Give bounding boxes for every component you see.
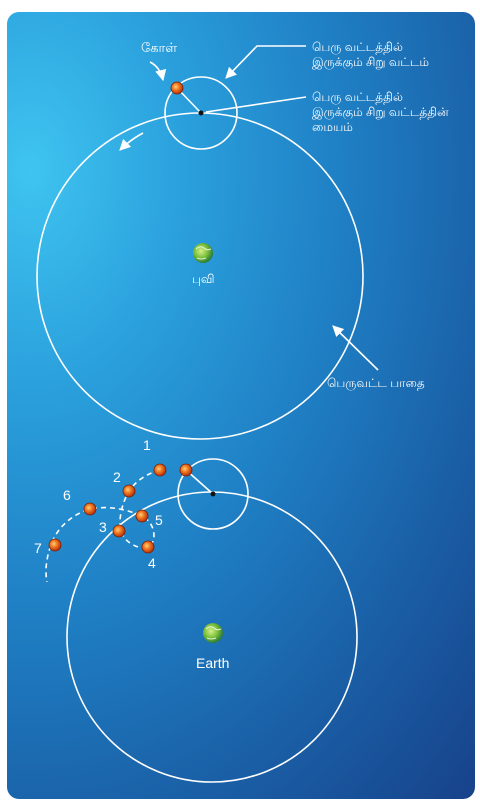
earth-icon xyxy=(193,243,213,263)
deferent-direction-arrow xyxy=(119,132,144,151)
epicycle-label: பெரு வட்டத்தில் இருக்கும் சிறு வட்டம் xyxy=(312,40,430,69)
deferent-leader xyxy=(332,325,379,371)
planet xyxy=(170,81,184,95)
planet-positions xyxy=(48,463,193,554)
planet-position-1 xyxy=(153,463,167,477)
epicycle-circle xyxy=(164,76,238,150)
position-number-3: 3 xyxy=(99,519,107,535)
position-number-4: 4 xyxy=(148,555,156,571)
earth-label-bottom: Earth xyxy=(196,655,230,671)
deferent-label: பெருவட்ட பாதை xyxy=(327,376,425,390)
planet-position-4 xyxy=(141,540,155,554)
epicycle-center-label: பெரு வட்டத்தில் இருக்கும் சிறு வட்டத்தின… xyxy=(312,90,449,134)
earth-label-top: புவி xyxy=(192,272,215,286)
epicycle-center-leader xyxy=(205,96,307,113)
planet-position-5 xyxy=(135,509,149,523)
position-number-7: 7 xyxy=(34,540,42,556)
position-number-5: 5 xyxy=(155,512,163,528)
planet-position-0 xyxy=(179,463,193,477)
epicycle-circle-2 xyxy=(177,458,249,530)
planet-position-7 xyxy=(48,538,62,552)
epicycle-center-dot-2 xyxy=(210,491,216,497)
position-number-1: 1 xyxy=(143,437,151,453)
planet-label: கோள் xyxy=(141,40,178,55)
planet-position-3 xyxy=(112,524,126,538)
diagram-background xyxy=(7,12,475,799)
epicycle-center-dot xyxy=(198,110,204,116)
epicycle-leader xyxy=(225,45,306,79)
position-number-2: 2 xyxy=(113,469,121,485)
planet-position-2 xyxy=(122,484,136,498)
position-number-6: 6 xyxy=(63,487,71,503)
epicycle-direction-arrow xyxy=(149,61,167,82)
earth-icon-2 xyxy=(203,623,223,643)
planet-position-6 xyxy=(83,502,97,516)
